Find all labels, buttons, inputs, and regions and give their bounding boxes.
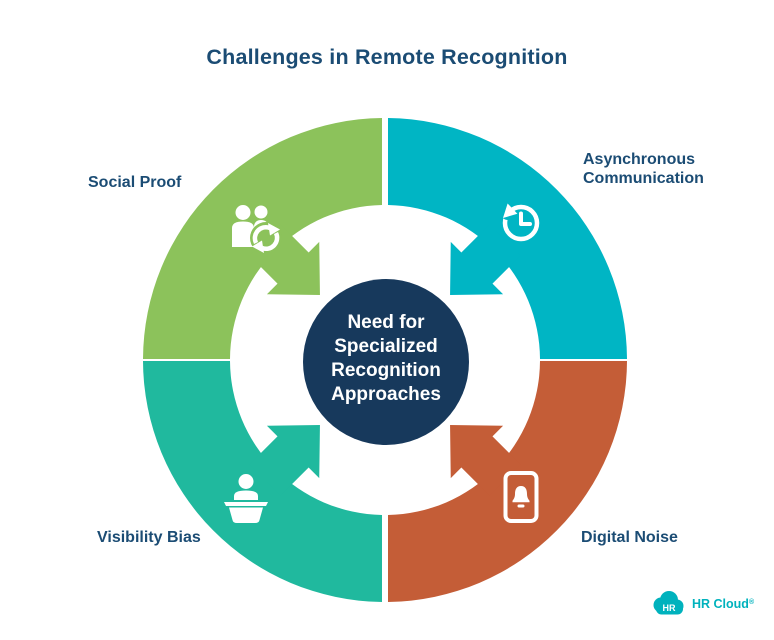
center-message-line-2: Specialized: [334, 336, 438, 357]
inward-arrow-digital-noise: [450, 425, 521, 496]
segment-visibility-bias: [143, 361, 382, 602]
logo-brand-text: HR Cloud®: [692, 597, 754, 611]
label-social-proof: Social Proof: [88, 173, 181, 192]
people-sync-icon: [232, 205, 282, 254]
clock-history-icon: [502, 203, 540, 242]
segment-asynchronous-communication: [388, 118, 627, 359]
inward-arrow-asynchronous-communication: [450, 224, 521, 295]
center-message-line-3: Recognition: [331, 360, 441, 381]
page-title: Challenges in Remote Recognition: [206, 45, 568, 69]
podium-speaker-icon: [224, 474, 268, 523]
hr-cloud-logo-icon: HR: [653, 591, 684, 615]
center-message-line-1: Need for: [347, 312, 425, 333]
logo-badge-text: HR: [663, 603, 676, 613]
label-async-line-2: Communication: [583, 170, 704, 187]
center-message: Need for Specialized Recognition Approac…: [286, 311, 486, 407]
label-visibility-bias: Visibility Bias: [97, 528, 201, 547]
label-digital-noise: Digital Noise: [581, 528, 678, 547]
label-visibility-bias-text: Visibility Bias: [97, 529, 201, 546]
label-async-line-1: Asynchronous: [583, 151, 696, 168]
inward-arrow-visibility-bias: [249, 425, 320, 496]
label-asynchronous-communication: Asynchronous Communication: [583, 150, 704, 188]
label-social-proof-text: Social Proof: [88, 174, 182, 191]
center-circle: [303, 279, 469, 445]
center-message-line-4: Approaches: [331, 384, 441, 405]
logo-brand-name: HR Cloud: [692, 597, 749, 611]
registered-mark: ®: [748, 599, 755, 606]
hr-cloud-logo: HR HR Cloud®: [649, 589, 754, 619]
phone-notification-icon: [503, 471, 539, 523]
label-digital-noise-text: Digital Noise: [581, 529, 678, 546]
